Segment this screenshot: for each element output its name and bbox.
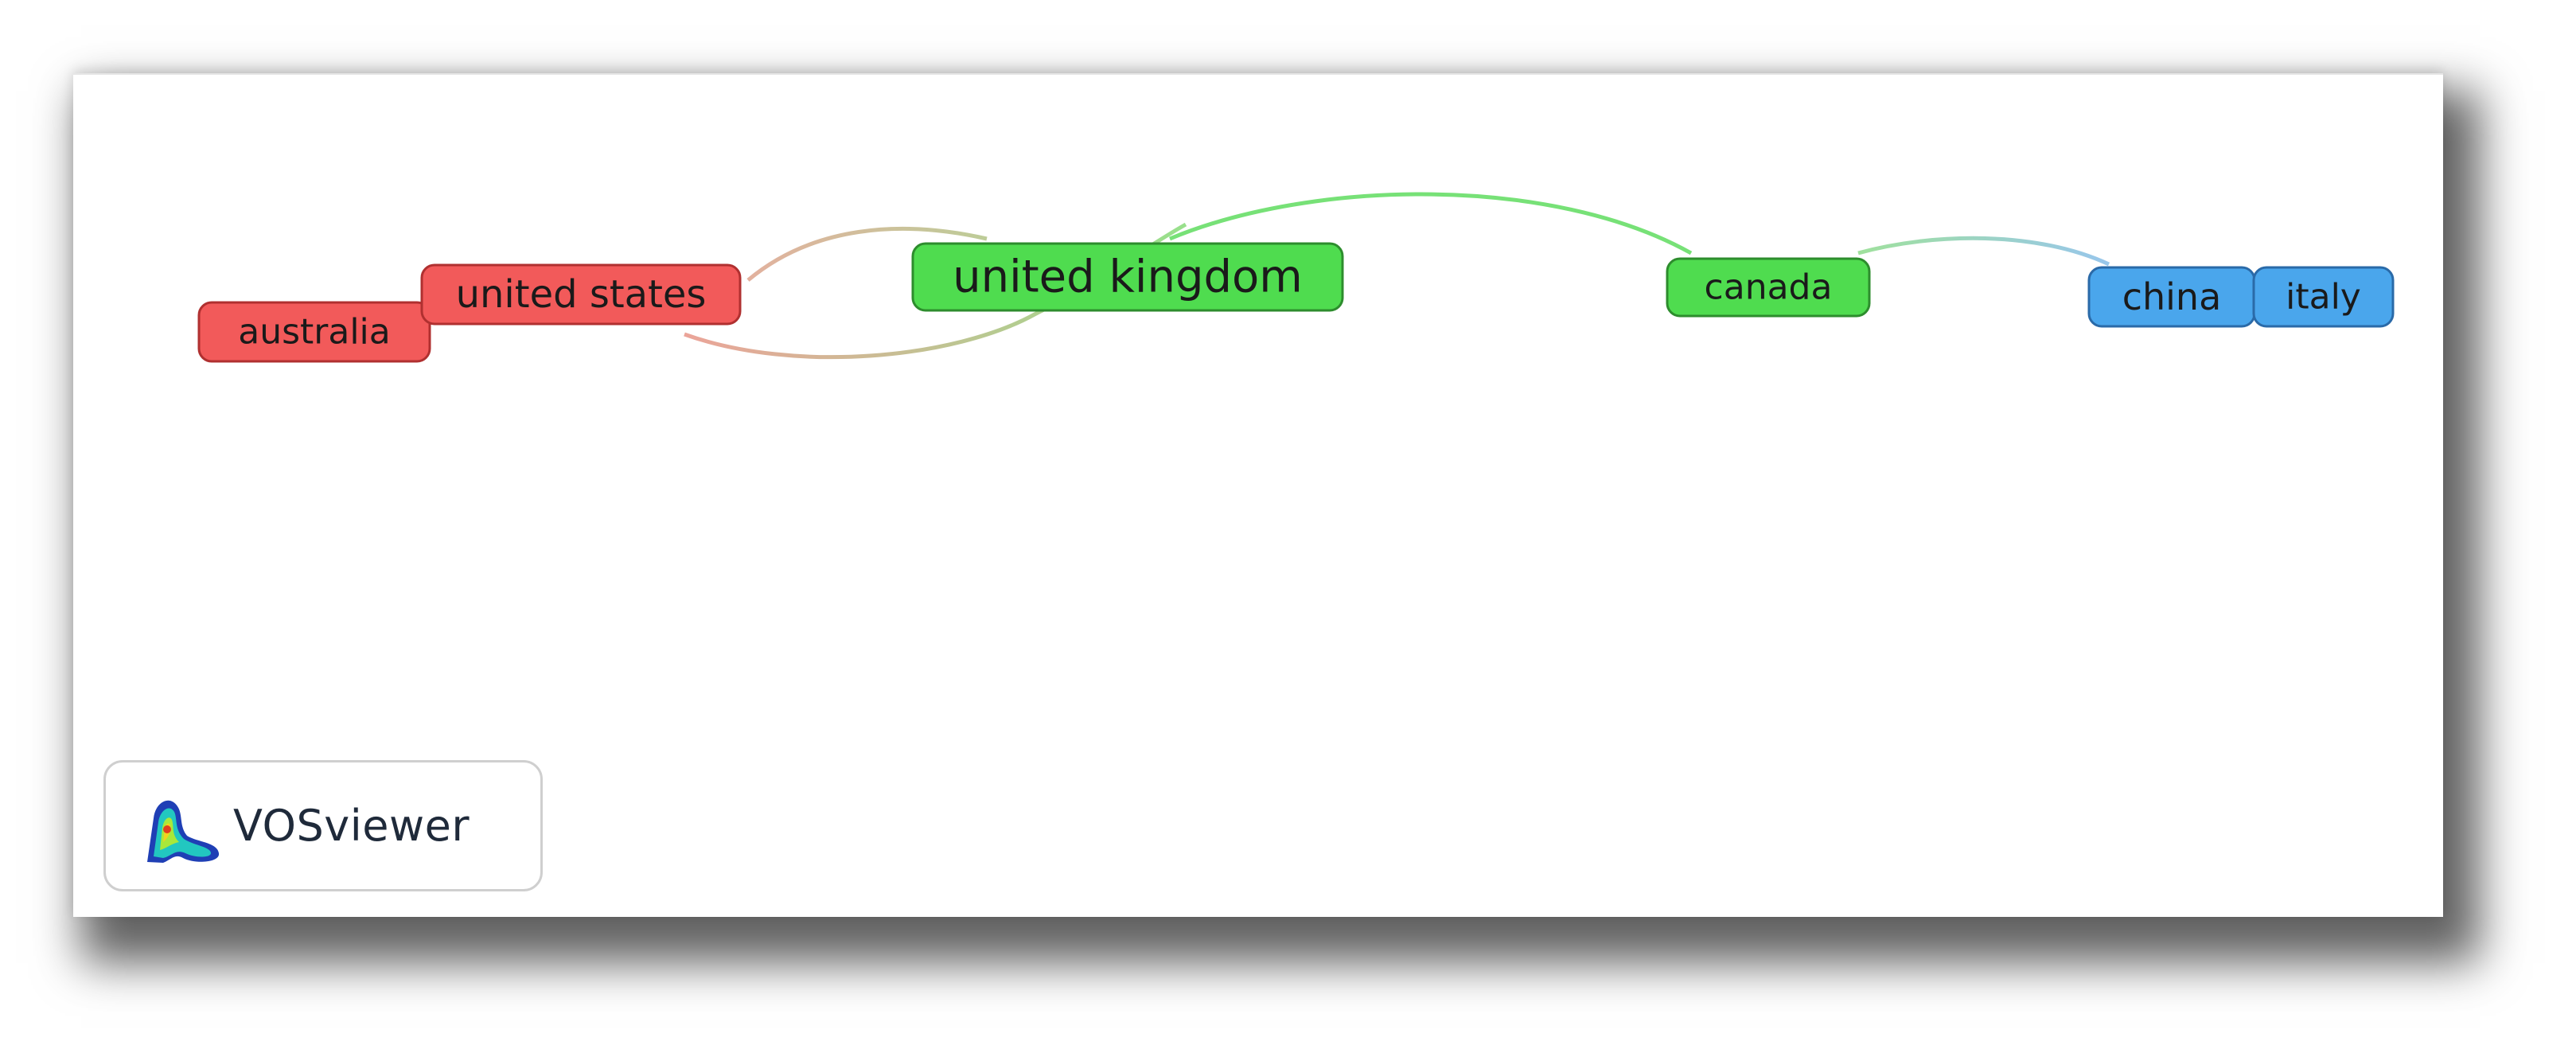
node-label-china: china [2122,275,2222,318]
node-label-united-kingdom: united kingdom [953,252,1303,303]
vosviewer-logo: VOSviewer [103,760,543,891]
nodes-layer: australia united states united kingdom cana… [197,242,2395,363]
node-label-united-states: united states [456,272,707,317]
vosviewer-logo-icon [139,786,227,866]
node-label-australia: australia [238,312,391,353]
node-united-states[interactable]: united states [420,263,742,326]
link-united-kingdom-canada [1169,192,1693,255]
link-united-states-united-kingdom [746,226,988,282]
node-box-italy[interactable] [2252,266,2395,328]
node-china[interactable]: china [2087,266,2256,328]
node-italy[interactable]: italy [2252,266,2395,328]
vosviewer-logo-text: VOSviewer [233,801,470,851]
node-box-united-kingdom[interactable] [911,242,1344,312]
node-australia[interactable]: australia [197,301,431,363]
node-box-united-states[interactable] [420,263,742,326]
link-canada-china [1857,236,2110,267]
node-united-kingdom[interactable]: united kingdom [911,242,1344,312]
node-box-australia[interactable] [197,301,431,363]
node-label-italy: italy [2286,277,2361,318]
node-canada[interactable]: canada [1666,257,1871,318]
node-box-canada[interactable] [1666,257,1871,318]
links-layer [684,192,2110,360]
node-label-canada: canada [1705,267,1833,308]
